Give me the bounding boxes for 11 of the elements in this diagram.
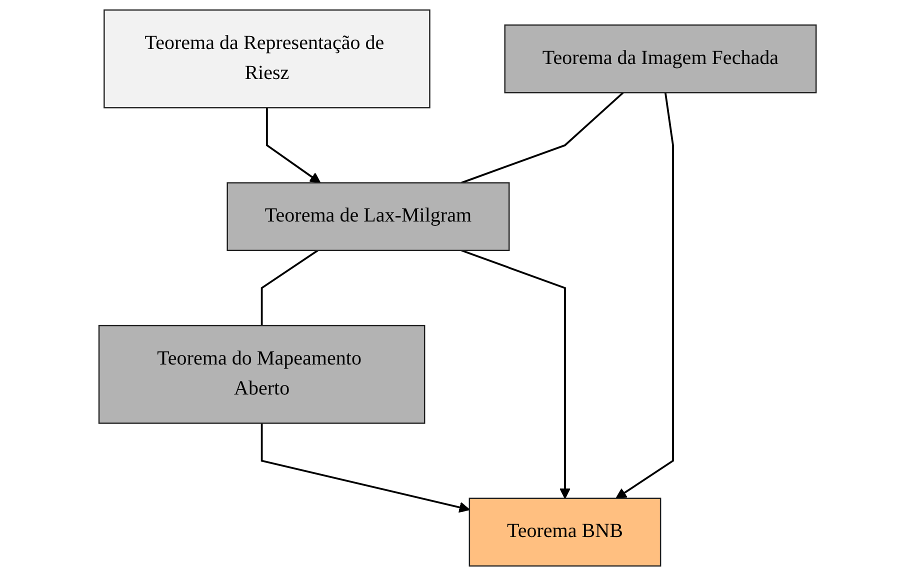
node-box: Teorema da Imagem Fechada [504,24,817,94]
node-box: Teorema BNB [468,498,662,567]
connector [260,250,318,326]
arrow [616,92,674,499]
node-box: Teorema do Mapeamento Aberto [98,324,426,424]
connector [461,92,624,184]
arrow [260,423,470,513]
node-box: Teorema de Lax-Milgram [226,182,510,252]
arrow [266,108,321,184]
node-box: Teorema da Representação de Riesz [104,9,430,108]
arrow [461,250,570,499]
